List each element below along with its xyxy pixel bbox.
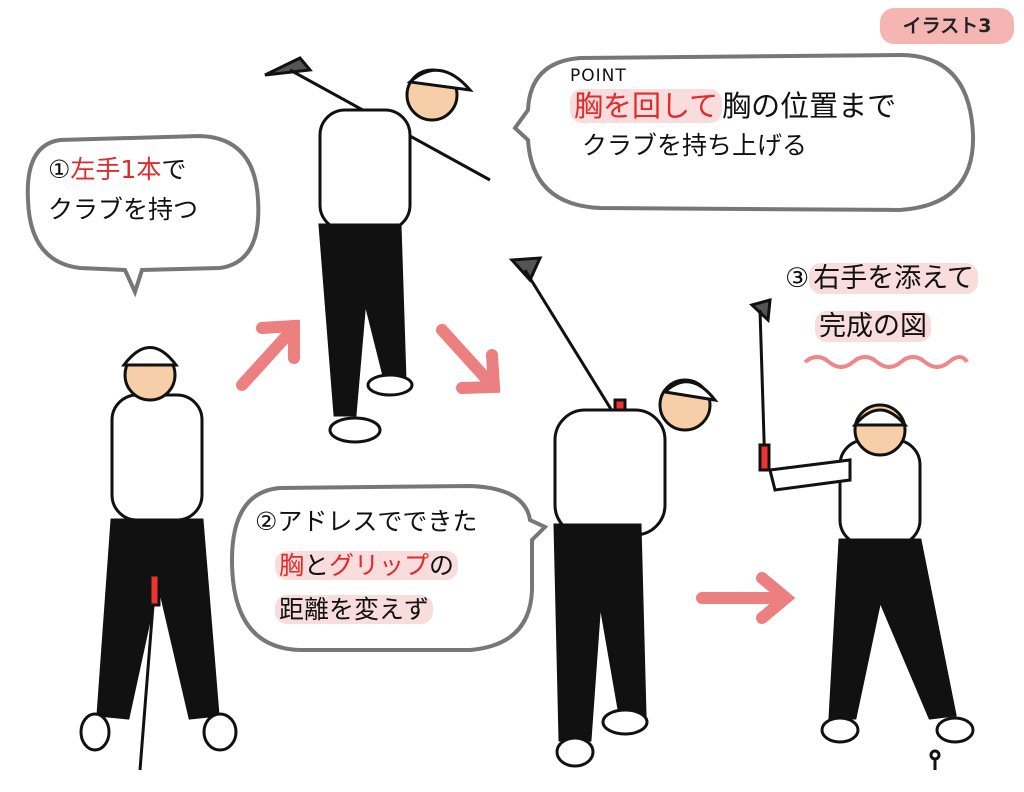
- step3-line1: 右手を添えて: [809, 263, 978, 294]
- speech-bubble-step1: [25, 133, 261, 298]
- step2-highlight-grip: グリップ: [329, 551, 430, 580]
- arrow-icon: [236, 319, 796, 624]
- step2-line1: アドレスでできた: [277, 507, 478, 536]
- point-label: POINT: [570, 66, 627, 86]
- step3-line2: 完成の図: [815, 311, 931, 342]
- step2-mid: と: [304, 551, 330, 580]
- step2-highlight-chest: 胸: [279, 551, 305, 580]
- golfer-address-figure: [79, 346, 238, 771]
- wavy-underline: [803, 355, 969, 369]
- step1-highlight: 左手1本: [70, 155, 162, 184]
- step-number: ③: [785, 263, 810, 294]
- step-number: ①: [48, 155, 71, 184]
- golfer-complete-figure: [749, 297, 975, 770]
- step2-line3: 距離を変えず: [275, 595, 434, 624]
- point-text: POINT 胸を回して胸の位置まで クラブを持ち上げる: [570, 66, 896, 166]
- golfer-top-figure: [508, 256, 719, 768]
- step1-text: ①左手1本で クラブを持つ: [48, 150, 198, 230]
- point-highlight: 胸を回して: [570, 89, 723, 123]
- step1-text-rest: で: [161, 155, 187, 184]
- point-line2: クラブを持ち上げる: [582, 131, 808, 160]
- step2-rest: の: [429, 551, 455, 580]
- point-line1-rest: 胸の位置まで: [722, 89, 897, 123]
- step1-line2: クラブを持つ: [48, 195, 199, 224]
- step2-text: ②アドレスでできた 胸とグリップの 距離を変えず: [255, 500, 477, 632]
- golfer-backswing-figure: [264, 56, 491, 444]
- step-number: ②: [255, 507, 278, 536]
- illustration-badge: イラスト3: [880, 8, 1014, 44]
